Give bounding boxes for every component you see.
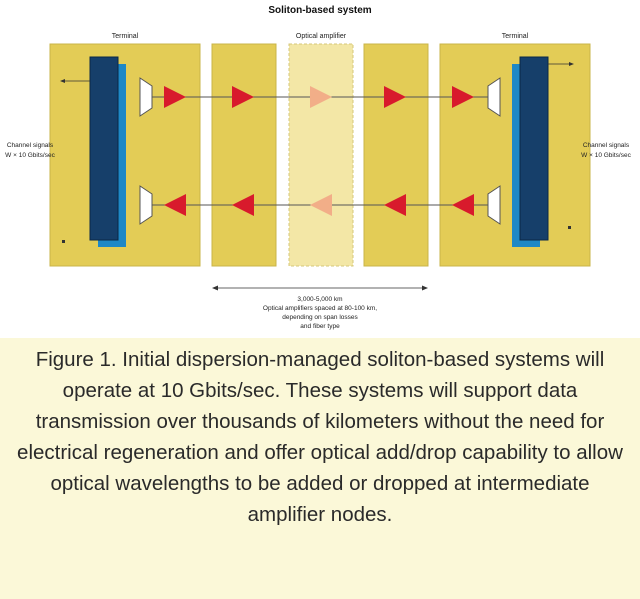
left-drop-dot xyxy=(62,240,65,243)
diagram-title: Soliton-based system xyxy=(268,5,371,16)
distance-arrowhead-left xyxy=(212,285,218,291)
prism-left-bottom xyxy=(139,185,153,225)
amp-forward-3 xyxy=(310,86,332,108)
terminal-left-label: Terminal xyxy=(112,33,139,40)
prism-right-top xyxy=(487,77,501,117)
mux-right-front xyxy=(519,56,549,241)
amplifier-label: Optical amplifier xyxy=(296,33,347,40)
channels-left-label-1: Channel signals xyxy=(7,142,54,149)
amp-forward-5 xyxy=(452,86,474,108)
figure-caption-area: Figure 1. Initial dispersion-managed sol… xyxy=(0,338,640,599)
amp-forward-2 xyxy=(232,86,254,108)
distance-label-1: 3,000-5,000 km xyxy=(297,296,342,303)
terminal-right-label: Terminal xyxy=(502,33,529,40)
channels-left-label-2: W × 10 Gbits/sec xyxy=(5,152,55,159)
amplifier-site-3 xyxy=(363,43,429,267)
amplifier-site-center xyxy=(288,43,354,267)
right-drop-dot xyxy=(568,226,571,229)
distance-label-2: Optical amplifiers spaced at 80-100 km, xyxy=(263,305,377,312)
prism-left-top xyxy=(139,77,153,117)
soliton-system-diagram: Soliton-based system Terminal Optical am… xyxy=(5,5,631,330)
distance-label-3: depending on span losses xyxy=(282,314,358,321)
amp-forward-4 xyxy=(384,86,406,108)
figure-caption: Figure 1. Initial dispersion-managed sol… xyxy=(17,348,623,526)
amp-backward-1 xyxy=(164,194,186,216)
left-add-arrowhead xyxy=(60,79,65,83)
amp-backward-5 xyxy=(452,194,474,216)
channels-right-label-2: W × 10 Gbits/sec xyxy=(581,152,631,159)
distance-label-4: and fiber type xyxy=(300,323,340,330)
amp-backward-2 xyxy=(232,194,254,216)
amp-forward-1 xyxy=(164,86,186,108)
channels-right-label-1: Channel signals xyxy=(583,142,630,149)
amp-backward-3 xyxy=(310,194,332,216)
mux-left-front xyxy=(89,56,119,241)
prism-right-bottom xyxy=(487,185,501,225)
distance-arrowhead-right xyxy=(422,285,428,291)
right-add-arrowhead xyxy=(569,62,574,66)
amplifier-site-1 xyxy=(211,43,277,267)
amp-backward-4 xyxy=(384,194,406,216)
